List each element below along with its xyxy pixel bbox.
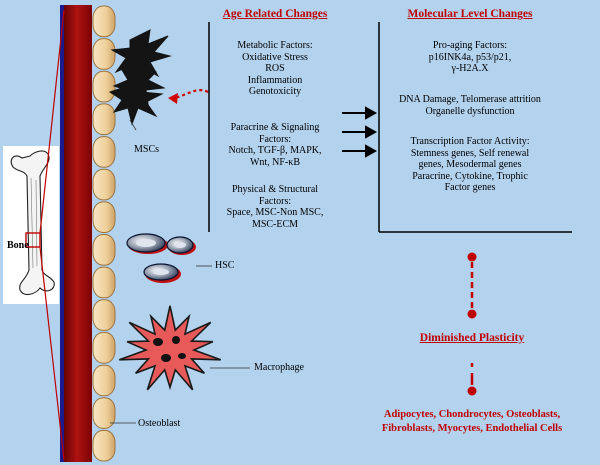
osteoblast-cell [92, 70, 116, 103]
osteoblast-cell [92, 168, 116, 201]
osteoblast-cell [92, 364, 116, 397]
bone-zoom-box [25, 232, 41, 248]
msc-label: MSCs [134, 144, 160, 155]
plasticity-connector-top [467, 252, 477, 319]
osteoblast-cell [92, 201, 116, 234]
msc-arrowhead [168, 93, 178, 104]
osteoblast-cell [92, 299, 116, 331]
hsc-label: HSC [215, 260, 235, 271]
plasticity-title: Diminished Plasticity [419, 332, 525, 344]
vessel-edge [60, 5, 64, 462]
macrophage-cell [119, 305, 221, 391]
plasticity-connector-bottom [467, 363, 477, 396]
osteoblast-cell [92, 136, 116, 168]
osteoblast-cell [92, 38, 116, 70]
msc-arrow [173, 89, 209, 100]
osteoblast-cell [92, 103, 116, 136]
flow-arrows [342, 106, 378, 158]
osteoblast-cell [92, 234, 116, 266]
macrophage-nuclei [153, 336, 186, 362]
transcription-factors: Transcription Factor Activity:Stemness g… [410, 136, 530, 193]
osteoblast-cell [92, 5, 116, 38]
osteoblast-label: Osteoblast [138, 418, 181, 429]
osteoblast-cell [92, 331, 116, 364]
osteoblast-cell [92, 397, 116, 429]
age-related-title: Age Related Changes [222, 8, 328, 20]
msc-cluster [108, 29, 172, 126]
msc-label-line [129, 119, 137, 131]
differentiated-cells: Adipocytes, Chondrocytes, Osteoblasts,Fi… [381, 409, 563, 434]
molecular-title: Molecular Level Changes [407, 8, 533, 20]
osteoblast-cell [92, 429, 116, 462]
osteoblast-cell [92, 266, 116, 299]
osteoblast-column [92, 5, 116, 462]
pro-aging-factors: Pro-aging Factors:p16INK4a, p53/p21,γ-H2… [428, 40, 512, 74]
zoom-line-bottom [39, 246, 65, 461]
macrophage-label: Macrophage [254, 362, 304, 373]
hsc-cells [126, 233, 196, 283]
blood-vessel [62, 5, 92, 462]
zoom-line-top [39, 9, 65, 234]
bone-image [3, 146, 59, 304]
bone-label: Bone [7, 240, 29, 251]
